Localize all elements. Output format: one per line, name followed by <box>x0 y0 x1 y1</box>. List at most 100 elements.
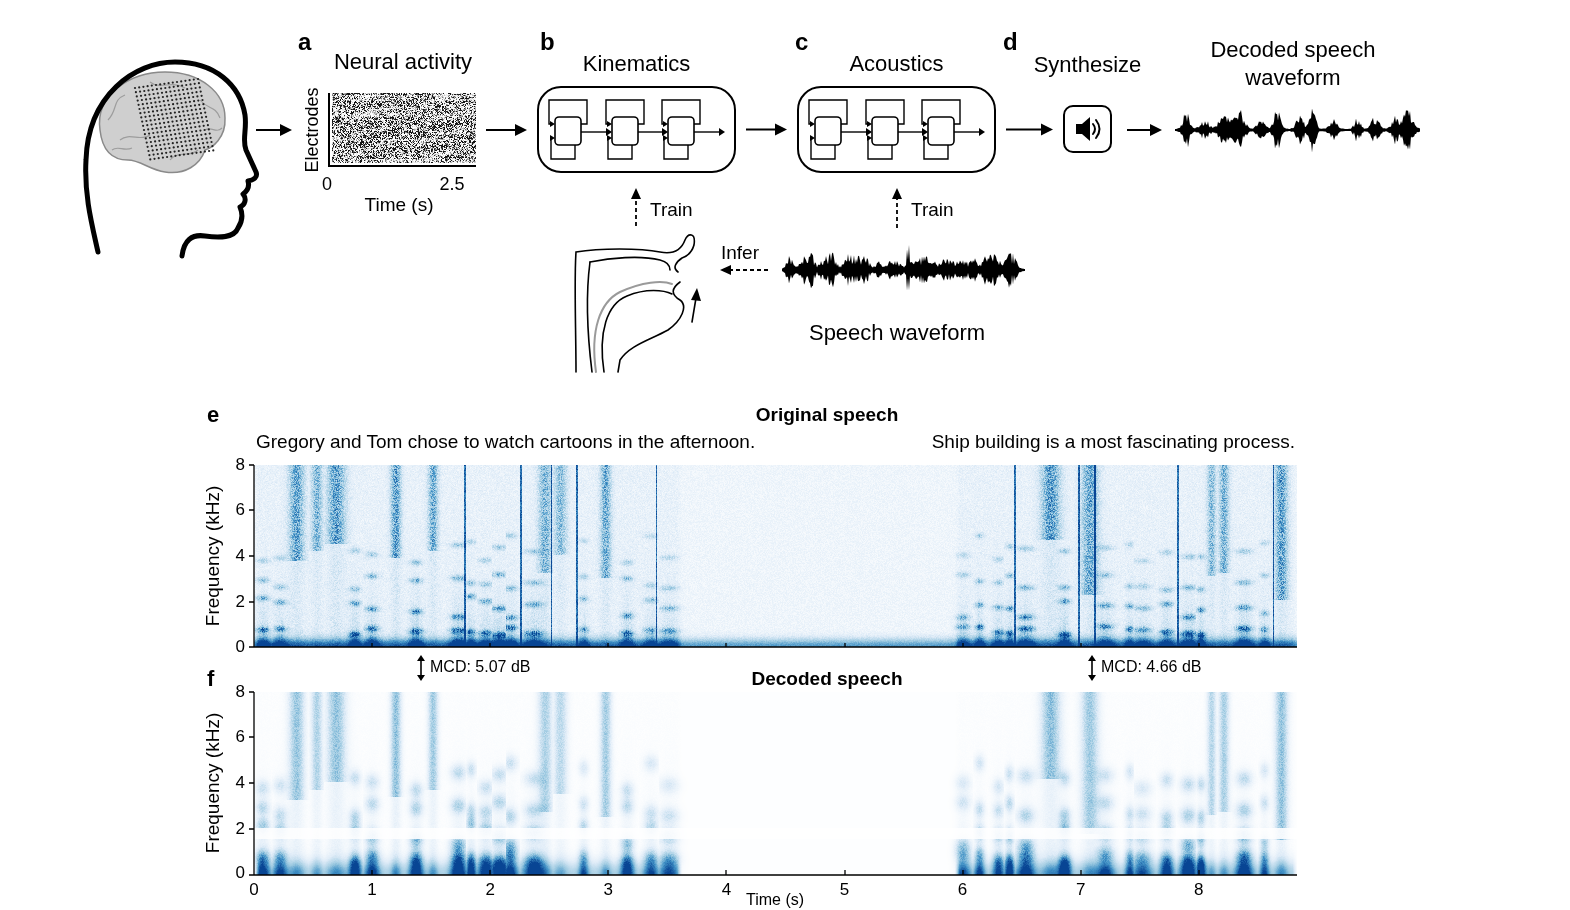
electrode-dot <box>174 133 176 135</box>
electrode-dot <box>173 129 175 131</box>
electrode-dot <box>151 106 153 108</box>
electrode-dot <box>145 137 147 139</box>
arrow-head <box>550 135 555 141</box>
arrow-head <box>417 655 425 661</box>
electrode-dot <box>190 148 192 150</box>
electrode-dot <box>189 101 191 103</box>
electrode-dot <box>186 149 188 151</box>
electrode-dot <box>180 102 182 104</box>
electrode-dot <box>191 152 193 154</box>
electrode-dot <box>138 86 140 88</box>
electrode-dot <box>177 146 179 148</box>
pharynx-wall <box>587 262 592 372</box>
arrow-head <box>280 124 292 136</box>
electrode-dot <box>146 124 148 126</box>
electrode-dot <box>147 146 149 148</box>
electrode-dot <box>153 93 155 95</box>
electrode-dot <box>138 104 140 106</box>
electrode-dot <box>205 137 207 139</box>
tick-label: 5 <box>840 880 849 900</box>
sound-wave <box>1093 120 1100 138</box>
electrode-dot <box>196 113 198 115</box>
electrode-dot <box>181 124 183 126</box>
electrode-dot <box>152 110 154 112</box>
electrode-dot <box>206 120 208 122</box>
panel-heading: Neural activity <box>334 49 472 74</box>
arrow-head <box>1088 655 1096 661</box>
flow-arrow <box>1006 124 1053 136</box>
tick-label: 0 <box>249 880 258 900</box>
arrow-head <box>719 128 725 136</box>
electrode-dot <box>175 116 177 118</box>
electrode-dot <box>200 91 202 93</box>
electrode-grid <box>134 78 215 161</box>
electrode-dot <box>197 117 199 119</box>
electrode-dot <box>136 95 138 97</box>
electrode-dot <box>157 153 159 155</box>
cell-box <box>815 117 841 145</box>
electrode-dot <box>180 141 182 143</box>
electrode-dot <box>209 133 211 135</box>
arrow-shaft <box>256 129 282 131</box>
electrode-dot <box>153 97 155 99</box>
electrode-dot <box>200 151 202 153</box>
recurrent-loop <box>549 100 587 124</box>
electrode-dot <box>151 145 153 147</box>
arrow-head <box>607 135 612 141</box>
dashed-arrow <box>730 269 768 271</box>
electrode-dot <box>165 109 167 111</box>
electrode-dot <box>149 137 151 139</box>
arrow-head <box>866 128 872 136</box>
electrode-dot <box>171 99 173 101</box>
electrode-dot <box>134 87 136 89</box>
electrode-dot <box>203 146 205 148</box>
electrode-dot <box>155 106 157 108</box>
electrode-dot <box>194 126 196 128</box>
arrow-head <box>1041 124 1053 136</box>
electrode-dot <box>160 109 162 111</box>
tongue-grey <box>594 282 672 372</box>
electrode-dot <box>166 134 168 136</box>
electrode-dot <box>205 116 207 118</box>
electrode-dot <box>160 127 162 129</box>
electrode-dot <box>163 83 165 85</box>
electrode-dot <box>197 78 199 80</box>
electrode-dot <box>148 154 150 156</box>
electrode-dot <box>160 148 162 150</box>
cell-link <box>954 131 980 132</box>
electrode-dot <box>175 98 177 100</box>
electrode-dot <box>158 118 160 120</box>
electrode-dot <box>188 118 190 120</box>
electrode-dot <box>194 143 196 145</box>
arrow-head <box>691 288 701 301</box>
electrode-dot <box>169 108 171 110</box>
electrode-dot <box>164 148 166 150</box>
tick-label: 7 <box>1076 880 1085 900</box>
tick-label: 8 <box>236 455 245 475</box>
electrode-dot <box>192 135 194 137</box>
electrode-dot <box>202 103 204 105</box>
electrode-dot <box>153 115 155 117</box>
electrode-dot <box>177 107 179 109</box>
arrow-shaft <box>1006 129 1043 131</box>
electrode-dot <box>193 100 195 102</box>
electrode-dot <box>201 138 203 140</box>
tick-label: 4 <box>722 880 731 900</box>
network-box: Kinematics <box>537 86 736 173</box>
speaker-cone <box>1082 117 1090 141</box>
electrode-dot <box>162 139 164 141</box>
electrode-dot <box>192 96 194 98</box>
electrode-dot <box>159 101 161 103</box>
arrow-head <box>1150 124 1162 136</box>
electrode-dot <box>154 101 156 103</box>
panel-letter: d <box>1003 28 1018 56</box>
electrode-dot <box>157 136 159 138</box>
electrode-dot <box>142 103 144 105</box>
electrode-dot <box>152 149 154 151</box>
speaker-box: Synthesize <box>1063 105 1112 153</box>
electrode-dot <box>153 136 155 138</box>
electrode-dot <box>156 149 158 151</box>
electrode-dot <box>170 155 172 157</box>
electrode-dot <box>186 88 188 90</box>
